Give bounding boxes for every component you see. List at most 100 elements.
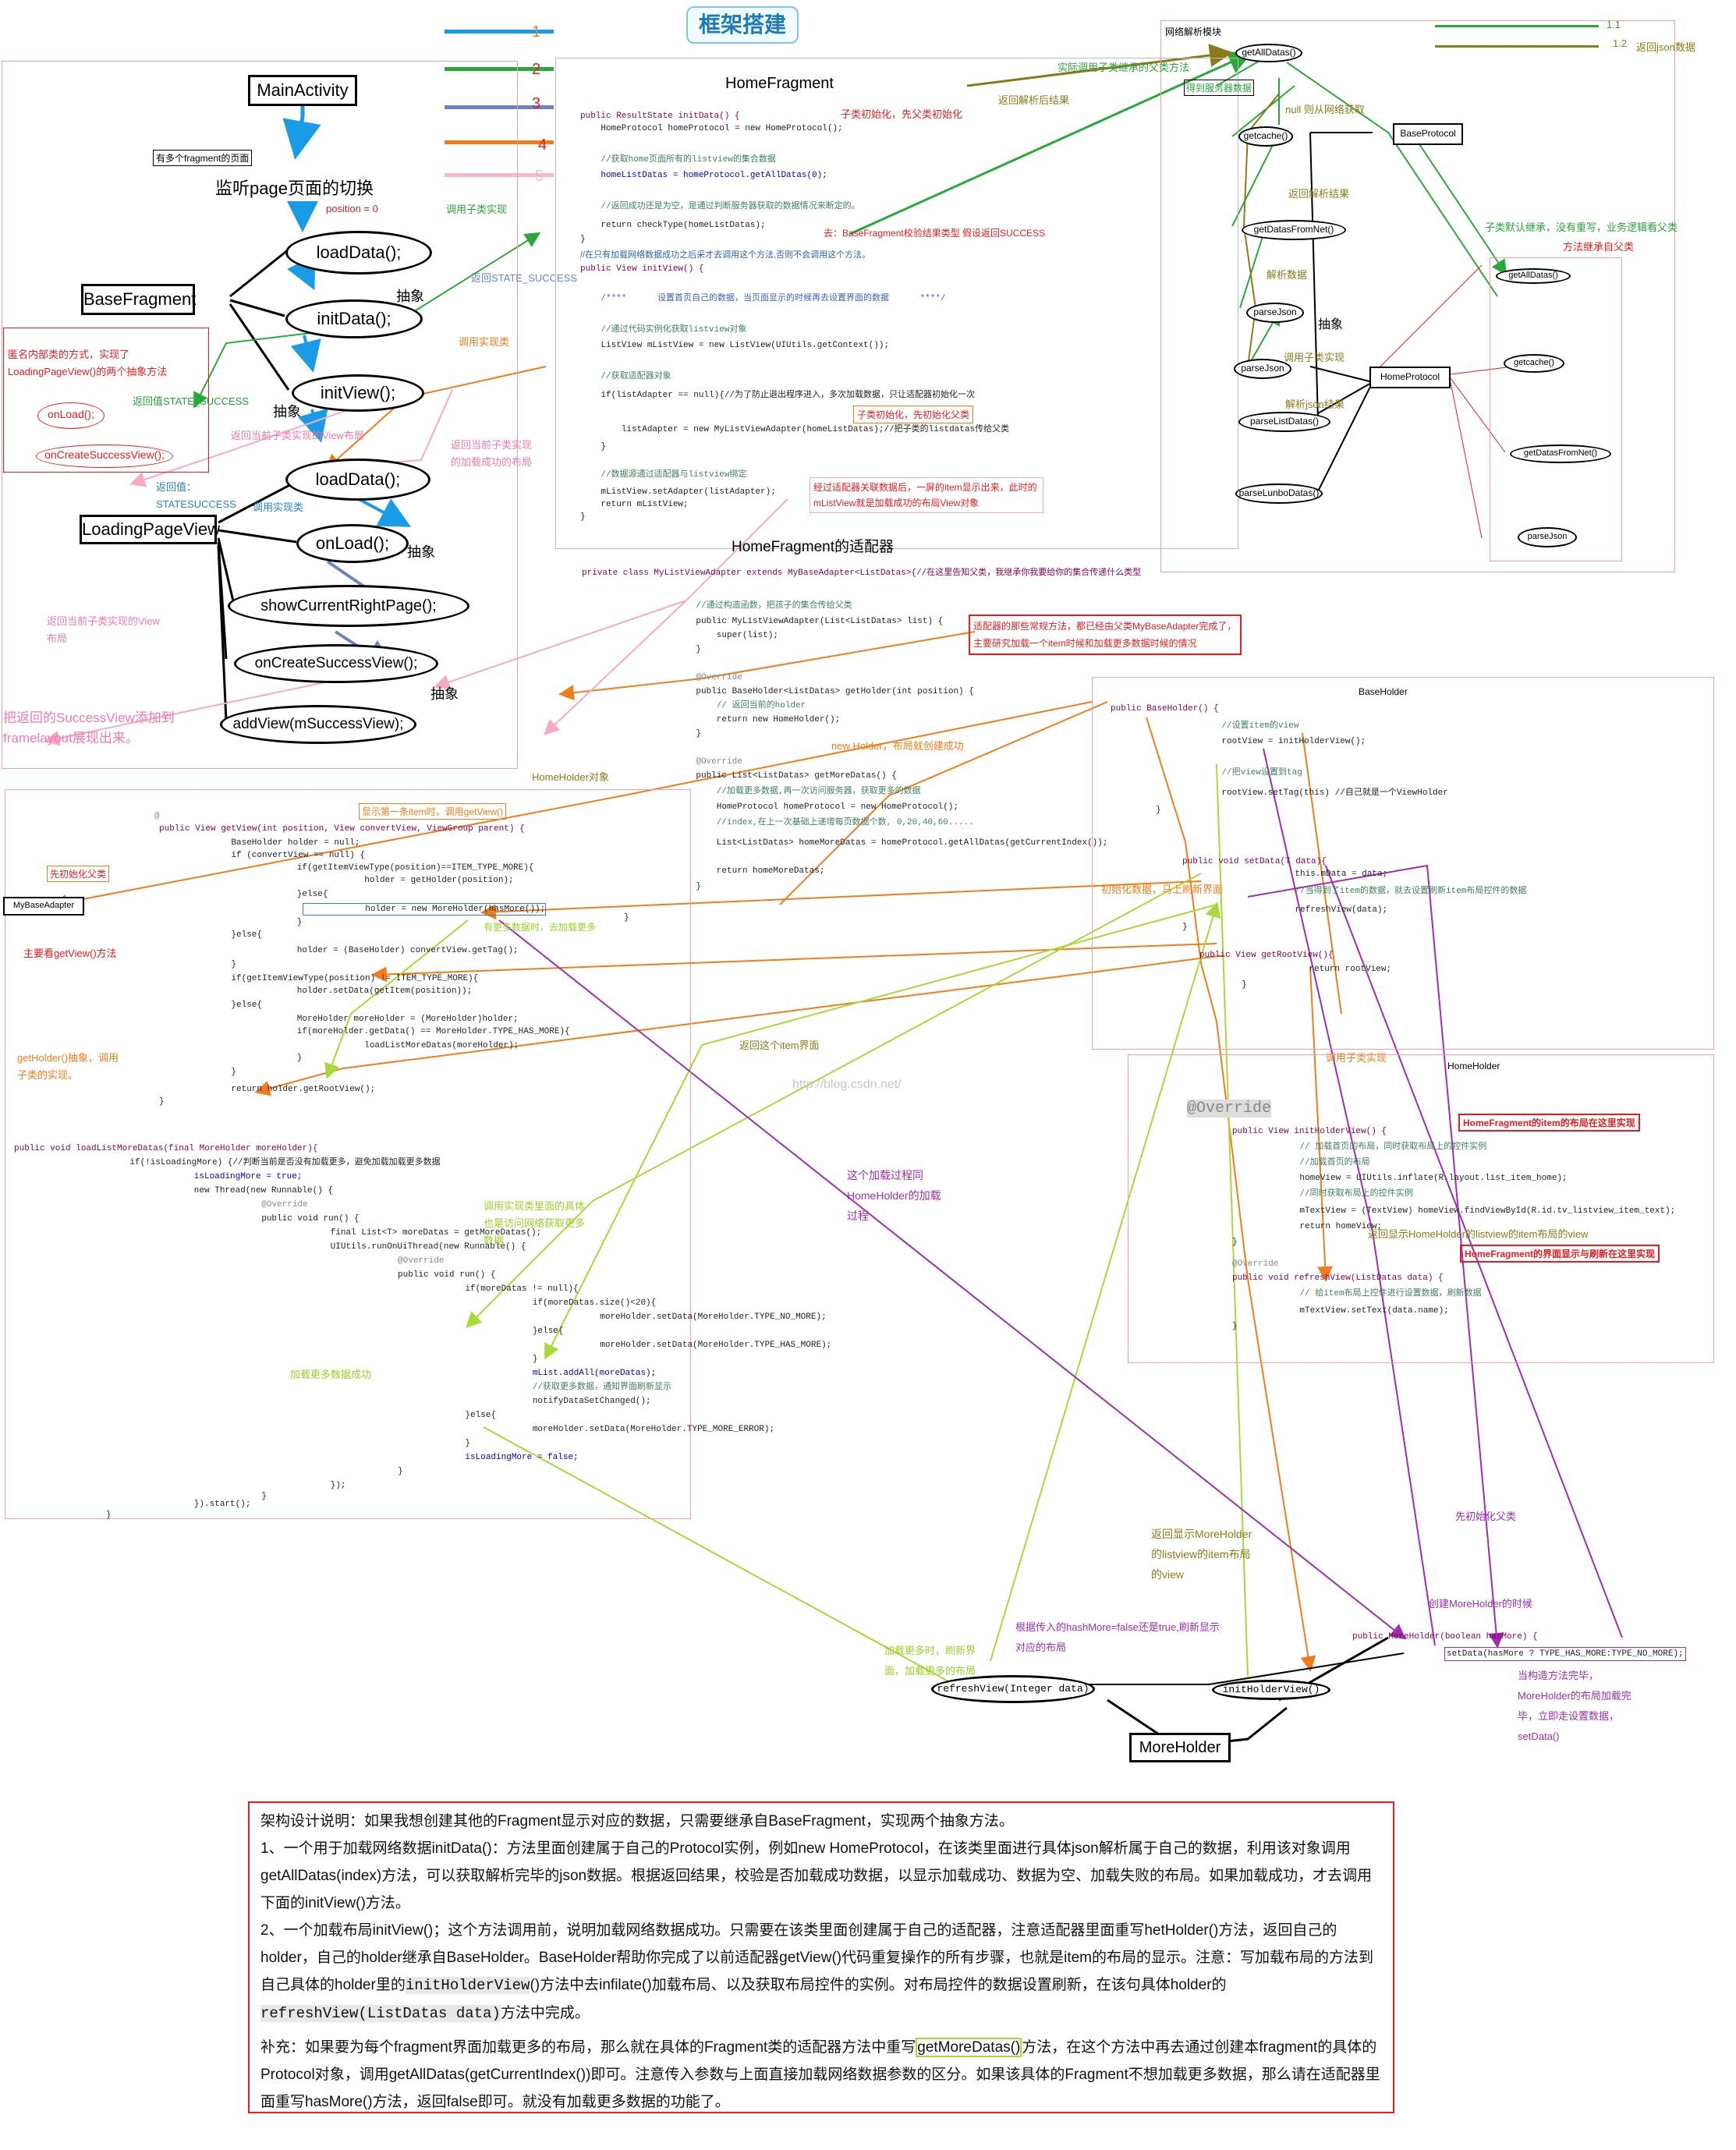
get-datas-from-net-node: getDatasFromNet()	[1242, 220, 1346, 240]
home-fragment-line-3: homeListDatas = homeProtocol.getAllDatas…	[580, 171, 827, 180]
base-adapter-line-8: }	[256, 918, 303, 927]
load-more-line-1: if(!isLoadingMore) {//判断当前是否没有加载更多，避免加载加…	[109, 1158, 441, 1167]
init-refresh-note: 初始化数据，马上刷新界面	[1101, 884, 1224, 895]
adapter-line-10: @Override	[675, 757, 742, 767]
legend-num-5: 5	[535, 168, 544, 185]
load-more-line-4: @Override	[200, 1200, 308, 1210]
home-holder-object-note: HomeHolder对象	[532, 771, 609, 783]
base-adapter-line-21: }	[159, 1097, 165, 1107]
parse-data-note: 解析数据	[1267, 269, 1308, 281]
adapter-line-12: //加载更多数据,再一次访问服务器，获取更多的数据	[675, 787, 921, 796]
legend-right-line-1	[1435, 25, 1599, 27]
more-init-parent-note: 先初始化父类	[1455, 1511, 1517, 1522]
watermark-text: http://blog.csdn.net/	[792, 1078, 902, 1091]
home-holder-line-5: mTextView = (TextView) homeView.findView…	[1279, 1206, 1676, 1216]
load-more-line-10: if(moreDatas != null){	[342, 1284, 579, 1294]
legend-line-3	[445, 105, 554, 109]
get-all-datas-node: getAllDatas()	[1235, 44, 1302, 62]
more-holder-set-data: setData(hasMore ? TYPE_HAS_MORE:TYPE_NO_…	[1444, 1647, 1686, 1661]
return-item-note: 返回这个item界面	[739, 1040, 820, 1051]
load-more-line-13: }else{	[388, 1326, 564, 1336]
init-data-node: initData();	[285, 299, 423, 338]
home-holder-line-7: }	[1232, 1238, 1238, 1247]
load-success-note: 加载更多数据成功	[290, 1369, 372, 1380]
abstract-label-1: 抽象	[396, 289, 424, 304]
home-fragment-line-5: return checkType(homeListDatas);	[580, 221, 766, 230]
create-more-holder-note: 创建MoreHolder的时候	[1429, 1598, 1532, 1610]
load-more-line-25: }	[200, 1492, 267, 1501]
home-fragment-title: HomeFragment	[725, 75, 834, 92]
abstract-label-4: 抽象	[430, 686, 459, 702]
load-more-line-15: }	[388, 1355, 538, 1364]
return-parse-note-2: 返回解析结果	[1288, 188, 1350, 200]
adapter-line-15: List<ListDatas> homeMoreDatas = homeProt…	[675, 838, 1108, 848]
base-adapter-line-17: loadListMoreDatas(moreHolder);	[303, 1041, 519, 1050]
my-base-adapter-panel	[5, 789, 691, 1519]
construct-done-note: 当构造方法完毕，MoreHolder的布局加载完毕，立即走设置数据，setDat…	[1518, 1670, 1631, 1742]
load-more-line-0: public void loadListMoreDatas(final More…	[14, 1144, 318, 1153]
architecture-description: 架构设计说明：如果我想创建其他的Fragment显示对应的数据，只需要继承自Ba…	[248, 1801, 1394, 2113]
home-fragment-line-17: mListView.setAdapter(listAdapter);	[580, 487, 776, 497]
legend-right-label-2: 返回json数据	[1636, 41, 1695, 53]
home-fragment-line-12: //获取适配器对象	[580, 372, 671, 381]
home-holder-line-6: return homeView;	[1279, 1222, 1383, 1231]
home-holder-panel	[1128, 1054, 1714, 1363]
call-impl-label: 调用实现类	[253, 501, 304, 513]
base-holder-panel	[1092, 677, 1714, 1050]
adapter-line-4: }	[675, 645, 702, 654]
home-fragment-line-19: }	[580, 512, 586, 522]
description-p2: 1、一个用于加载网络数据initData()：方法里面创建属于自己的Protoc…	[260, 1840, 1373, 1911]
return-state-label: 返回值STATE_SUCCESS	[133, 395, 250, 407]
adapter-line-9: }	[675, 729, 702, 739]
more-init-holder-view-node: initHolderView()	[1212, 1680, 1330, 1700]
base-holder-line-10: }	[1182, 923, 1188, 932]
show-current-node: showCurrentRightPage();	[228, 585, 469, 627]
home-holder-line-10: // 给item布局上控件进行设置数据，刷新数据	[1279, 1289, 1482, 1298]
return-parse-note-3: 返回解析后结果	[998, 94, 1070, 106]
base-adapter-line-9: }else{	[211, 930, 263, 940]
load-more-line-18: notifyDataSetChanged();	[388, 1397, 651, 1406]
home-fragment-line-6: }	[580, 235, 586, 244]
base-adapter-line-20: return holder.getRootView();	[211, 1085, 376, 1094]
description-p4b: 方法，在这个方法中再去通过创建本fragment的具体的Protocol对象，调…	[260, 2039, 1380, 2110]
init-view-node: initView();	[292, 374, 424, 412]
adapter-line-16: return homeMoreDatas;	[675, 866, 825, 876]
call-impl-label-2: 调用子类实现	[446, 204, 508, 215]
adapter-title: HomeFragment的适配器	[732, 539, 894, 555]
base-adapter-line-0: @	[154, 812, 160, 821]
load-more-line-16: mList.addAll(moreDatas);	[388, 1369, 657, 1378]
home-fragment-line-2: //获取home页面所有的listview的集合数据	[580, 155, 776, 165]
base-adapter-line-6: }else{	[256, 890, 328, 899]
page-switch-label: 监听page页面的切换	[215, 179, 374, 198]
new-holder-note: new Holder，布局就创建成功	[831, 740, 964, 752]
load-more-line-26: }).start();	[153, 1500, 251, 1509]
call-impl-label-3: 调用实现类	[459, 336, 510, 348]
abstract-label-2: 抽象	[273, 404, 301, 420]
base-adapter-line-1: public View getView(int position, View c…	[159, 824, 525, 834]
base-adapter-line-14: }else{	[211, 1001, 263, 1010]
load-more-line-3: new Thread(new Runnable() {	[153, 1186, 334, 1195]
base-holder-title: BaseHolder	[1359, 686, 1408, 697]
home-fragment-line-11: ListView mListView = new ListView(UIUtil…	[580, 341, 890, 350]
adapter-line-1: //通过构造函数，把孩子的集合传给父类	[675, 601, 852, 611]
anon-class-box	[3, 328, 209, 473]
adapter-line-0: private class MyListViewAdapter extends …	[582, 568, 1142, 578]
description-p3b: ()方法中去infilate()加载布局、以及获取布局控件的实例。对布局控件的数…	[530, 1977, 1227, 1993]
page-title: 框架搭建	[686, 6, 799, 44]
base-holder-line-12: return rootView;	[1288, 965, 1392, 974]
get-holder-note: getHolder()抽象，调用子类的实现。	[17, 1052, 119, 1081]
description-p4a: 补充：如果要为每个fragment界面加载更多的布局，那么就在具体的Fragme…	[260, 2039, 916, 2056]
child-init-note-2: 子类初始化，先初始化父类	[853, 406, 974, 423]
refresh-view-note: HomeFragment的界面显示与刷新在这里实现	[1460, 1245, 1660, 1263]
base-adapter-line-5: holder = getHolder(position);	[303, 876, 514, 885]
load-more-line-24: });	[248, 1481, 346, 1490]
call-parent-note: 实际调用子类继承的父类方法	[1058, 62, 1190, 73]
adapter-line-7: // 返回当前的holder	[675, 701, 806, 710]
description-p3: 2、一个加载布局initView()；这个方法调用前，说明加载网络数据成功。只需…	[260, 1917, 1382, 2028]
adapter-line-11: public List<ListDatas> getMoreDatas() {	[675, 771, 897, 781]
home-fragment-line-18: return mListView;	[580, 500, 689, 509]
adapter-line-3: super(list);	[675, 631, 779, 640]
home-holder-line-8: @Override	[1232, 1259, 1279, 1269]
method-inherit-note: 方法继承自父类	[1563, 241, 1635, 253]
home-holder-title: HomeHolder	[1447, 1061, 1500, 1071]
